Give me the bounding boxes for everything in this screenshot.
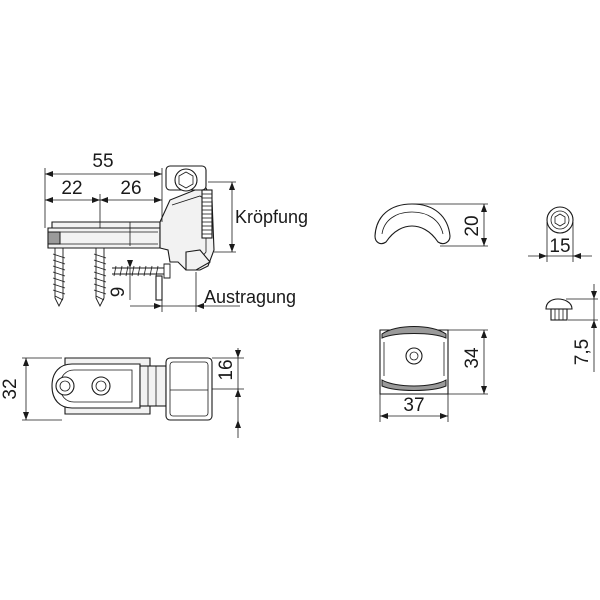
small-cap-side-view	[545, 298, 573, 321]
hinge-side-view	[47, 165, 215, 308]
dim-top-total: 55	[92, 151, 113, 172]
cover-cap-dimensions	[412, 203, 488, 247]
plan-view-dimensions	[22, 348, 244, 438]
label-austragung: Austragung	[204, 287, 296, 307]
dim-cap-height: 20	[462, 215, 483, 236]
dim-plan-height: 32	[0, 378, 21, 399]
dim-plate-width: 37	[403, 395, 424, 416]
dim-plan-knuckle: 16	[216, 359, 237, 380]
dim-plate-height: 34	[462, 347, 483, 369]
dim-cap-depth: 7,5	[572, 339, 593, 365]
dim-screw-offset: 9	[108, 287, 129, 298]
dim-top-right: 26	[120, 178, 141, 199]
small-cap-top-dimensions	[528, 222, 592, 262]
dim-cap-width: 15	[549, 236, 570, 257]
wood-screw-right	[93, 248, 107, 308]
dim-top-left: 22	[61, 178, 82, 199]
wood-screw-left	[52, 248, 66, 308]
mounting-plate-dimensions	[379, 329, 488, 422]
label-kroepfung: Kröpfung	[235, 207, 308, 227]
side-view-dimensions	[44, 168, 240, 312]
cover-cap-view	[374, 203, 451, 245]
small-cap-side-dimensions	[566, 284, 598, 372]
mounting-plate-view	[379, 326, 449, 395]
hinge-plan-view	[51, 357, 213, 421]
small-cap-top-view	[546, 206, 574, 234]
